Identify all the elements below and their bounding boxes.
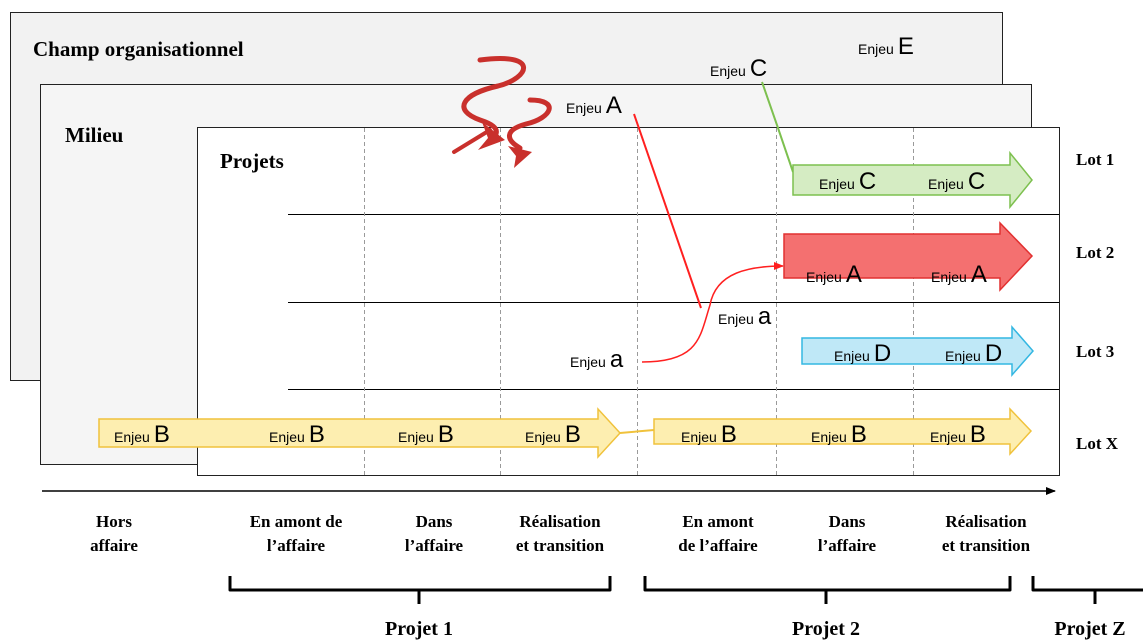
lot2-arrow-shape [783,221,1034,292]
lot3-arrow-shape [801,325,1034,377]
influence-curly-arrow-icon [452,56,526,154]
lotx-arrow2-shape [653,407,1033,456]
project-label-z: Projet Z [1054,618,1125,640]
projet1-brace [228,576,612,604]
lot-label-3: Lot 3 [1076,342,1114,361]
lot-label-x: Lot X [1076,434,1119,453]
projets-title: Projets [220,149,284,173]
lot-label-1: Lot 1 [1076,150,1114,169]
enjeu-c-link [761,81,794,173]
enjeu-a-lower-link [641,262,784,363]
influence-curly-arrow-icon [507,97,552,168]
projetz-brace [1031,576,1143,604]
lotx-arrow1-shape [98,407,622,459]
lot-label-2: Lot 2 [1076,243,1114,262]
lot1-arrow-shape [792,150,1033,210]
milieu-title: Milieu [65,123,124,147]
projet2-brace [643,576,1012,604]
champ-title: Champ organisationnel [33,37,244,61]
project-label-2: Projet 2 [792,618,860,640]
enjeu-b-link [619,429,655,434]
project-label-1: Projet 1 [385,618,453,640]
enjeu-a-link [633,113,702,309]
